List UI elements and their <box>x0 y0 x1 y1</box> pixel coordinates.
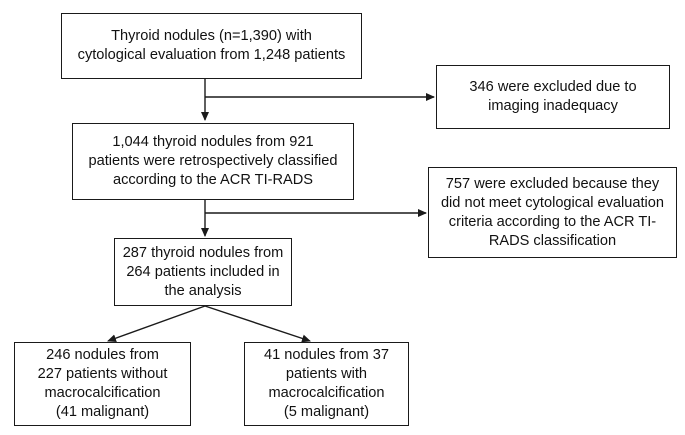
box-with-macrocalcification: 41 nodules from 37 patients with macroca… <box>244 342 409 426</box>
arrow-included-to-without <box>107 305 206 343</box>
box-excluded-imaging: 346 were excluded due to imaging inadequ… <box>436 65 670 129</box>
box-without-macrocalcification: 246 nodules from 227 patients without ma… <box>14 342 191 426</box>
box-classified-acr-tirads: 1,044 thyroid nodules from 921 patients … <box>72 123 354 200</box>
arrow-included-to-with <box>204 305 311 343</box>
box-excluded-cytology: 757 were excluded because they did not m… <box>428 167 677 258</box>
box-initial-nodules: Thyroid nodules (n=1,390) with cytologic… <box>61 13 362 79</box>
box-included-analysis: 287 thyroid nodules from 264 patients in… <box>114 238 292 306</box>
